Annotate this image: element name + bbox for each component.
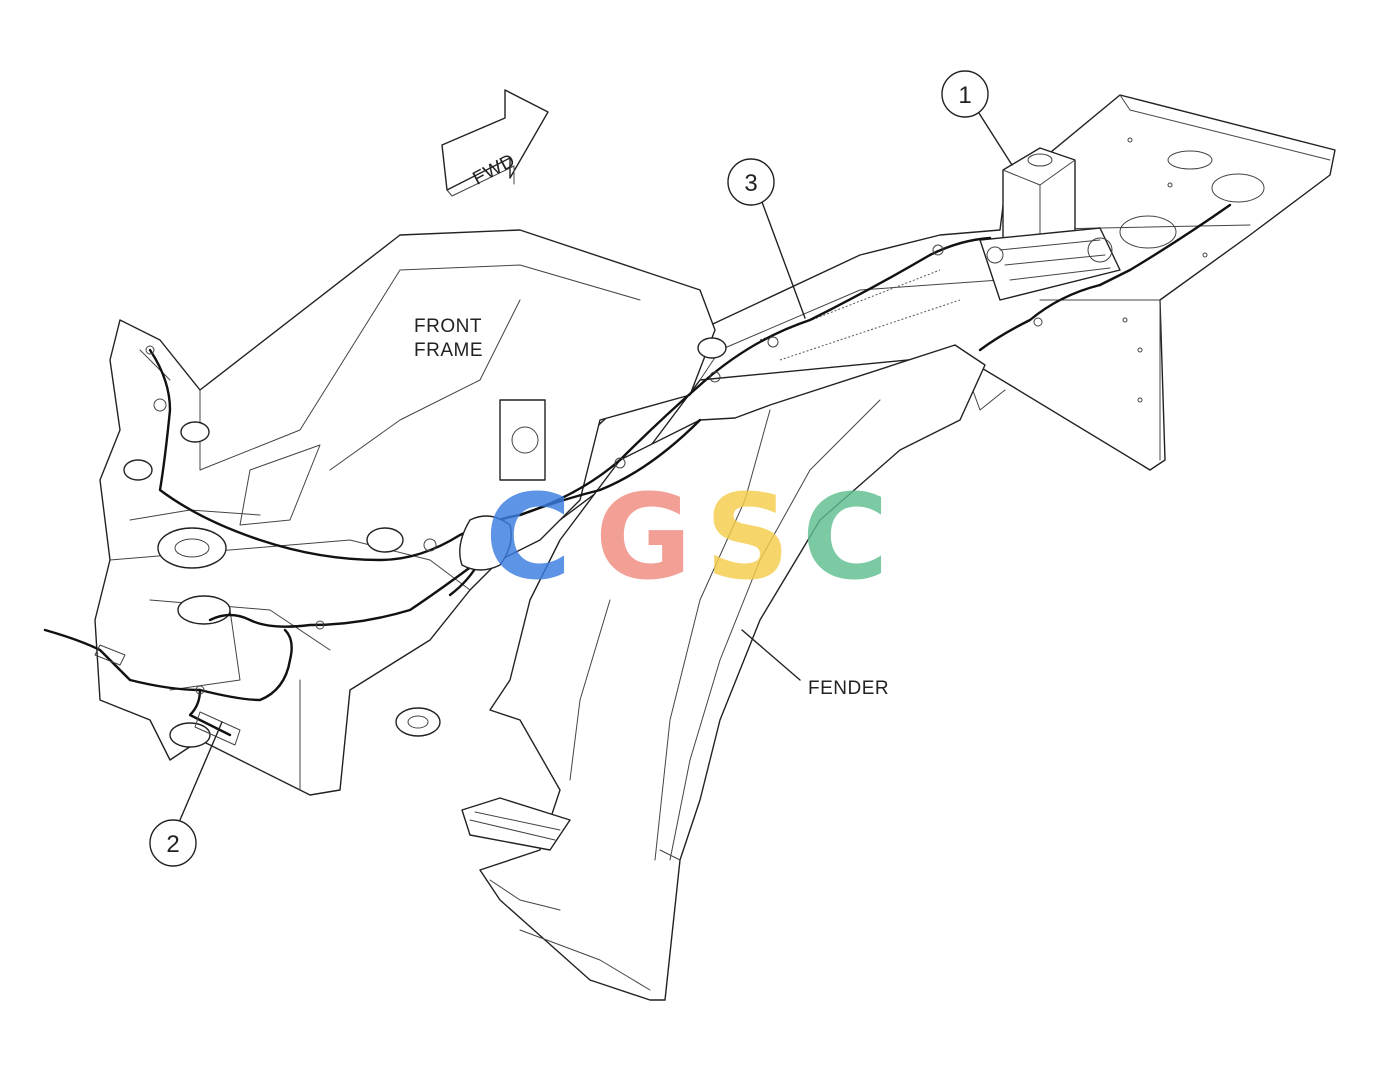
callout-2: 2	[149, 721, 223, 867]
rear-frame	[539, 94, 1336, 521]
callout-1: 1	[941, 70, 1013, 166]
callout-1-number: 1	[958, 82, 971, 109]
fender-leader-line	[741, 629, 801, 681]
fender	[461, 344, 986, 1001]
watermark-letter-c2: C	[802, 468, 889, 606]
callout-3: 3	[727, 158, 806, 319]
callout-2-number: 2	[166, 831, 179, 858]
wiring-harness	[43, 203, 1232, 746]
watermark-logo: C G S C	[485, 468, 889, 606]
component-1-module	[979, 147, 1121, 301]
watermark-letter-s: S	[705, 468, 790, 606]
front-frame-label-line1: FRONT	[414, 316, 482, 337]
fwd-arrow: FWD	[441, 89, 549, 197]
front-frame-label-line2: FRAME	[414, 340, 483, 361]
watermark-letter-g: G	[595, 468, 692, 606]
front-frame	[94, 229, 727, 796]
callout-3-number: 3	[744, 170, 757, 197]
fender-label: FENDER	[808, 678, 889, 699]
watermark-letter-c1: C	[485, 468, 572, 606]
